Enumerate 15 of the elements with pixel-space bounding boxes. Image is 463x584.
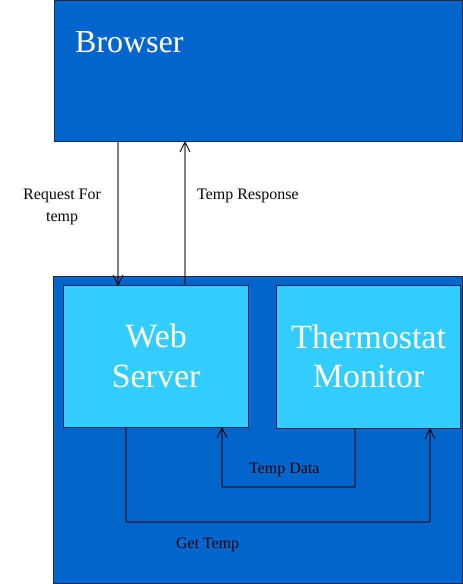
device-panel xyxy=(53,276,463,584)
edge-label: Get Temp xyxy=(176,534,240,554)
client-box xyxy=(54,0,463,142)
node-title: Thermostat Monitor xyxy=(290,318,447,396)
edge-label: Temp Response xyxy=(197,185,299,205)
node-title: Browser xyxy=(75,25,184,57)
node-title: Web Server xyxy=(110,317,202,396)
arrow xyxy=(180,142,190,286)
edge-label: Request For temp xyxy=(22,185,102,228)
arrow xyxy=(216,428,356,488)
edge-label: Temp Data xyxy=(249,459,320,479)
arrow xyxy=(126,428,436,522)
arrow xyxy=(112,142,124,286)
server-box xyxy=(63,285,249,428)
monitor-box xyxy=(276,285,461,429)
